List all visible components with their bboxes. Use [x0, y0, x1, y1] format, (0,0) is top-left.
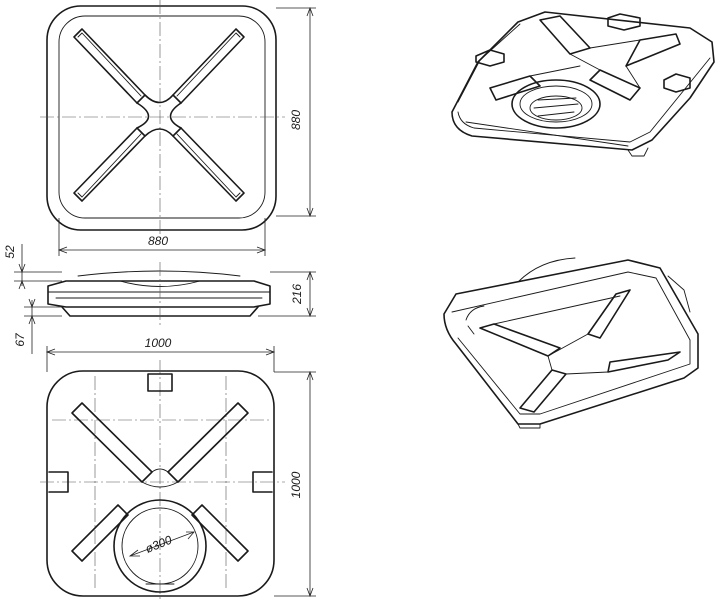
dim-top-width-label: 880 — [148, 234, 168, 248]
top-view-rib-4 — [172, 127, 245, 202]
dim-top-height-label: 880 — [289, 110, 303, 130]
top-view — [40, 0, 285, 238]
bottom-view-tab-left — [48, 471, 69, 493]
dim-bottom-width-label: 1000 — [145, 336, 172, 350]
dim-top-height: 880 — [276, 6, 316, 218]
dim-bottom-height: 1000 — [274, 370, 316, 598]
isometric-view-top — [451, 11, 715, 157]
side-view — [47, 262, 271, 326]
iso-top-opening — [511, 79, 601, 129]
dim-side-top-offset-label: 52 — [3, 245, 17, 259]
bottom-view-tab-right — [252, 471, 273, 493]
bottom-view-opening: ø300 — [113, 499, 207, 593]
bottom-view-tab-top — [147, 373, 173, 392]
top-view-rib-3 — [73, 127, 146, 202]
dim-side-height: 216 — [258, 270, 316, 318]
bottom-view-rib-3 — [71, 504, 129, 562]
top-view-rib-1 — [73, 28, 146, 104]
dim-bottom-width: 1000 — [45, 336, 276, 372]
opening-diameter-label: ø300 — [143, 533, 174, 556]
dim-side-height-label: 216 — [290, 284, 304, 305]
top-view-rib-2 — [172, 28, 245, 104]
bottom-view-rib-4 — [191, 504, 249, 562]
dim-side-bottom-offset-label: 67 — [13, 332, 27, 347]
isometric-view-bottom — [443, 257, 699, 429]
bottom-view-rib-1 — [71, 402, 153, 483]
dim-side-left: 52 67 — [3, 244, 62, 354]
bottom-view: ø300 — [40, 360, 285, 600]
dim-top-width: 880 — [57, 218, 267, 256]
bottom-view-rib-2 — [167, 402, 249, 483]
dim-bottom-height-label: 1000 — [289, 471, 303, 498]
